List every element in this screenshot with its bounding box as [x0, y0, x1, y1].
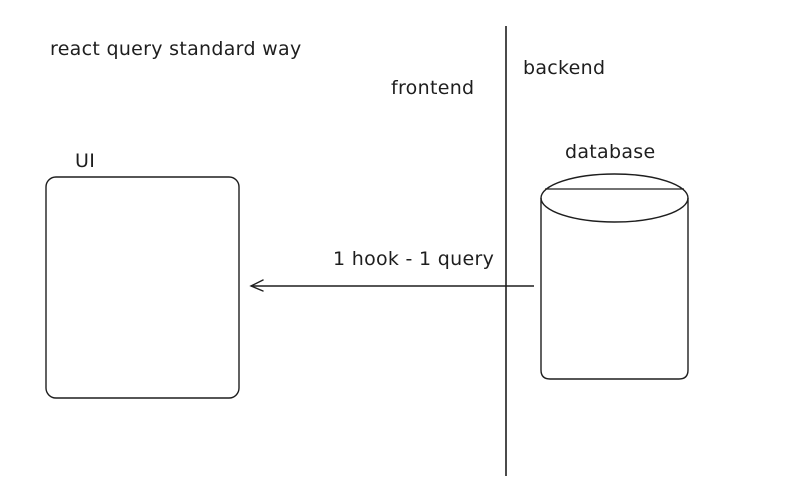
ui-node-label: UI [75, 150, 96, 172]
ui-node-box[interactable] [45, 176, 240, 399]
edge-label: 1 hook - 1 query [333, 248, 495, 270]
backend-label: backend [523, 57, 606, 79]
frontend-label: frontend [391, 77, 475, 99]
database-node-cylinder[interactable] [540, 173, 689, 380]
database-node-label: database [565, 141, 656, 163]
database-top-ellipse [540, 173, 689, 223]
arrow-head-icon [249, 279, 264, 292]
query-arrow[interactable] [249, 279, 534, 292]
diagram-title: react query standard way [50, 38, 302, 60]
